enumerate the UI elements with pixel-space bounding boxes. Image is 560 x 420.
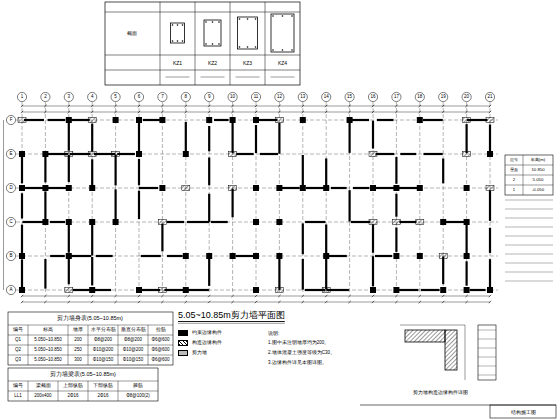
table-cell: Φ8@200 (124, 338, 142, 343)
axis-number: 11 (254, 95, 259, 100)
table-header: 上部纵筋 (63, 384, 83, 389)
axis-letter: D (9, 186, 12, 191)
axis-number: 6 (138, 95, 141, 100)
axis-number: 18 (417, 95, 422, 100)
note-text: 1.图中未注明墙厚均为200。 (268, 341, 329, 346)
axis-number: 5 (114, 95, 117, 100)
shear-wall-plan (4, 92, 499, 303)
table-cell: Φ6@600 (151, 358, 169, 363)
table-cell: 250 (74, 348, 82, 353)
axis-number: 2 (44, 95, 47, 100)
column-mark: KZ3 (243, 60, 252, 65)
legend-text: 约束边缘构件 (192, 331, 222, 336)
drawing-title: 5.05~10.85m剪力墙平面图 (178, 311, 285, 320)
table-cell: Q2 (15, 348, 21, 353)
axis-number: 1 (21, 95, 24, 100)
table-title: 剪力墙梁表(5.05~10.85m) (50, 372, 116, 378)
table-cell: Φ8@100(2) (126, 394, 150, 399)
legend-text: 剪力墙 (192, 351, 207, 356)
table-title: 剪力墙身表(5.05~10.85m) (57, 316, 123, 322)
table-cell: 标高(m) (531, 158, 545, 162)
table-cell: Φ10@150 (123, 358, 144, 363)
axis-number: 20 (464, 95, 469, 100)
axis-number: 19 (441, 95, 446, 100)
table-cell: 2Φ16 (97, 394, 108, 399)
table-cell: Φ8@200 (94, 338, 112, 343)
table-header: 标高 (43, 328, 53, 333)
edge-member-detail (400, 325, 496, 380)
table-header: 垂直分布筋 (121, 328, 146, 333)
axis-number: 12 (277, 95, 282, 100)
note-text: 3.边缘构件详见本图详图。 (268, 361, 327, 366)
axis-number: 9 (208, 95, 211, 100)
axis-number: 10 (230, 95, 235, 100)
table-header: 截面 (127, 31, 137, 36)
table-header: 下部纵筋 (93, 384, 113, 389)
axis-letter: C (9, 220, 12, 225)
table-cell: Q1 (15, 338, 21, 343)
axis-number: 16 (370, 95, 375, 100)
wall-tables (8, 312, 173, 401)
axis-number: 14 (324, 95, 329, 100)
table-cell: 300 (74, 358, 82, 363)
table-cell: Φ6@600 (151, 338, 169, 343)
table-cell: 5.050~10.850 (34, 358, 62, 363)
table-cell: Φ6@600 (151, 348, 169, 353)
elevation-table (505, 155, 553, 281)
column-table (105, 2, 300, 85)
table-cell: 1 (513, 188, 515, 192)
axis-number: 8 (185, 95, 188, 100)
table-cell: 200x400 (34, 394, 51, 399)
table-cell: 5.050~10.850 (34, 338, 62, 343)
note-text: 2.墙体混凝土强度等级为C30。 (268, 351, 335, 356)
axis-letter: A (9, 288, 12, 293)
legend-swatch (178, 330, 188, 336)
axis-letter: F (10, 118, 13, 123)
column-mark: KZ4 (278, 60, 287, 65)
title-block-text: 结构施工图 (511, 409, 536, 414)
axis-number: 21 (487, 95, 492, 100)
table-header: 拉筋 (156, 328, 166, 333)
table-cell: Q3 (15, 358, 21, 363)
table-cell: Φ10@200 (123, 348, 144, 353)
table-cell: 屋面 (510, 168, 518, 172)
axis-number: 3 (68, 95, 71, 100)
column-mark: KZ2 (208, 60, 217, 65)
table-header: 编号 (13, 384, 23, 389)
table-header: 箍筋 (133, 384, 143, 389)
axis-letter: E (9, 152, 12, 157)
axis-number: 15 (347, 95, 352, 100)
table-cell: 2Φ16 (67, 394, 78, 399)
axis-number: 17 (394, 95, 399, 100)
axis-number: 7 (161, 95, 164, 100)
table-cell: 5.050~10.850 (34, 348, 62, 353)
note-text: 说明: (268, 331, 279, 336)
table-cell: 层号 (510, 158, 518, 162)
table-cell: Φ10@150 (93, 358, 114, 363)
table-header: 梁截面 (36, 384, 51, 389)
legend-swatch (178, 340, 188, 346)
axis-letter: B (9, 254, 12, 259)
axis-number: 13 (300, 95, 305, 100)
axis-number: 4 (91, 95, 94, 100)
table-cell: 2 (513, 178, 515, 182)
table-cell: 10.850 (531, 168, 544, 172)
table-cell: -0.050 (532, 188, 544, 192)
legend-swatch (178, 350, 188, 356)
detail-title: 剪力墙构造边缘构件详图 (413, 390, 468, 395)
column-mark: KZ1 (173, 60, 182, 65)
table-header: 水平分布筋 (91, 328, 116, 333)
table-cell: LL1 (14, 394, 22, 399)
table-cell: Φ10@200 (93, 348, 114, 353)
table-header: 墙厚 (73, 328, 83, 333)
table-cell: 5.050 (533, 178, 544, 182)
legend-text: 构造边缘构件 (192, 341, 222, 346)
table-header: 编号 (13, 328, 23, 333)
table-cell: 200 (74, 338, 82, 343)
